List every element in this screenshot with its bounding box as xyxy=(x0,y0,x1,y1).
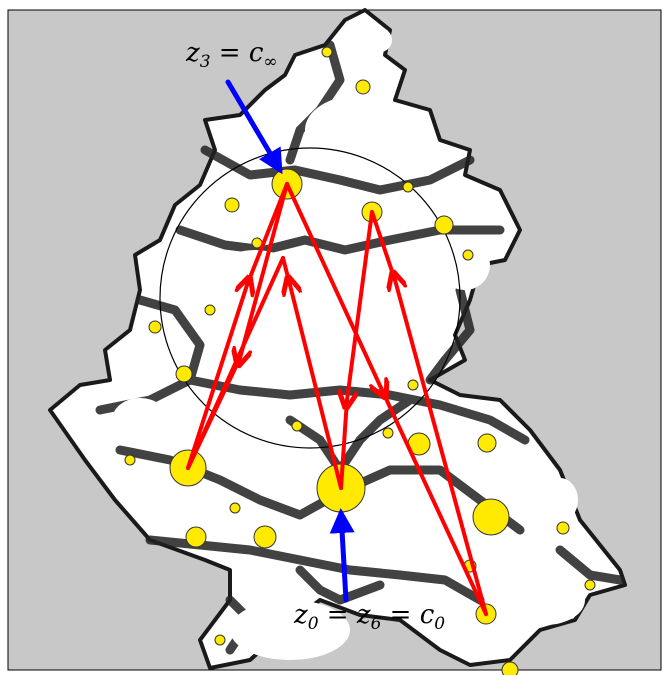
bulb xyxy=(434,215,454,235)
reference-circle xyxy=(159,147,461,449)
bulb xyxy=(224,197,240,213)
orbit-segment xyxy=(281,256,292,287)
bulb xyxy=(402,181,414,193)
bulb xyxy=(584,579,596,591)
pointer-arrow-bottom xyxy=(329,508,355,603)
bulb xyxy=(253,525,277,549)
bulb xyxy=(477,433,497,453)
bulb xyxy=(291,420,303,432)
orbit-segment xyxy=(245,182,289,287)
label-z3-c-infinity: z3 = c∞ xyxy=(186,38,278,73)
fractal-bulbs xyxy=(124,46,596,675)
orbit-segment xyxy=(395,280,488,616)
label-z0-z6-c0: z0 = z6 = c0 xyxy=(294,600,446,635)
bulb xyxy=(185,526,207,548)
orbit-segment xyxy=(370,210,397,282)
orbit-segment xyxy=(186,285,247,470)
bulb xyxy=(124,454,136,466)
bulb xyxy=(556,521,570,535)
orbit-arrows xyxy=(186,182,488,616)
orbit-segment xyxy=(339,398,349,490)
bulb xyxy=(407,379,419,391)
pointer-arrows xyxy=(225,79,355,603)
bulb xyxy=(175,365,193,383)
orbit-segment xyxy=(240,182,289,358)
bulb xyxy=(148,320,162,334)
bulb xyxy=(472,498,510,536)
orbit-segment xyxy=(380,388,488,616)
bulb xyxy=(355,79,371,95)
bulb xyxy=(204,304,216,316)
bulb xyxy=(462,249,474,261)
pointer-arrow-top xyxy=(225,79,283,175)
bulb xyxy=(382,427,394,439)
bulb xyxy=(214,634,226,646)
orbit-segment xyxy=(186,256,285,470)
orbit-segment xyxy=(290,285,343,490)
bulb xyxy=(501,661,519,675)
bulb xyxy=(229,502,241,514)
orbit-segment xyxy=(285,182,382,390)
orbit-segment xyxy=(347,210,374,400)
bulb xyxy=(321,46,333,58)
